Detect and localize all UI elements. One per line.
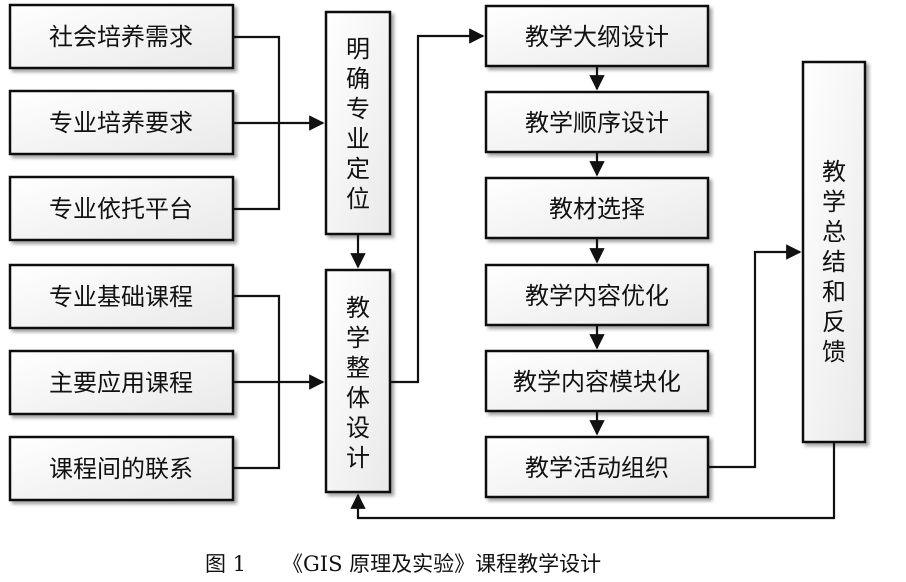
overall-design-label: 教学整体设计 bbox=[346, 294, 370, 472]
input-label: 专业基础课程 bbox=[49, 283, 193, 311]
chain-label: 教学内容优化 bbox=[525, 282, 669, 310]
chain-box-syllabus: 教学大纲设计 bbox=[484, 4, 710, 68]
figure-label: 图 1 bbox=[205, 552, 246, 576]
input-box-major-requirement: 专业培养要求 bbox=[8, 89, 235, 156]
input-box-course-links: 课程间的联系 bbox=[8, 435, 235, 502]
feedback-box: 教学总结和反馈 bbox=[801, 60, 867, 444]
input-box-platform: 专业依托平台 bbox=[8, 175, 235, 242]
connector-bottom-group bbox=[233, 294, 325, 470]
connector-feedback-loop bbox=[350, 442, 836, 520]
input-box-applied-courses: 主要应用课程 bbox=[8, 349, 235, 416]
connector-activities-to-feedback bbox=[708, 244, 802, 469]
chain-box-modularization: 教学内容模块化 bbox=[484, 349, 710, 413]
chain-label: 教学活动组织 bbox=[525, 454, 669, 482]
chain-box-textbook: 教材选择 bbox=[484, 176, 710, 240]
chain-label: 教学大纲设计 bbox=[525, 23, 669, 51]
input-label: 专业培养要求 bbox=[49, 109, 193, 137]
input-label: 社会培养需求 bbox=[49, 23, 193, 51]
chain-box-activities: 教学活动组织 bbox=[484, 435, 710, 499]
input-label: 专业依托平台 bbox=[49, 195, 193, 223]
input-label: 主要应用课程 bbox=[49, 369, 193, 397]
input-label: 课程间的联系 bbox=[49, 455, 193, 483]
input-box-social-demand: 社会培养需求 bbox=[8, 3, 235, 70]
chain-box-content-optimization: 教学内容优化 bbox=[484, 263, 710, 327]
chain-label: 教学顺序设计 bbox=[525, 109, 669, 137]
input-box-basic-courses: 专业基础课程 bbox=[8, 263, 235, 330]
connector-overall-to-syllabus bbox=[390, 28, 485, 384]
positioning-label: 明确专业定位 bbox=[346, 35, 370, 213]
chain-box-sequence: 教学顺序设计 bbox=[484, 90, 710, 154]
chain-label: 教学内容模块化 bbox=[513, 368, 681, 396]
positioning-box: 明确专业定位 bbox=[324, 10, 392, 236]
feedback-label: 教学总结和反馈 bbox=[822, 158, 846, 366]
overall-design-box: 教学整体设计 bbox=[324, 268, 392, 494]
figure-title: 《GIS 原理及实验》课程教学设计 bbox=[282, 552, 601, 576]
connector-top-group bbox=[233, 35, 325, 211]
chain-label: 教材选择 bbox=[549, 195, 645, 223]
